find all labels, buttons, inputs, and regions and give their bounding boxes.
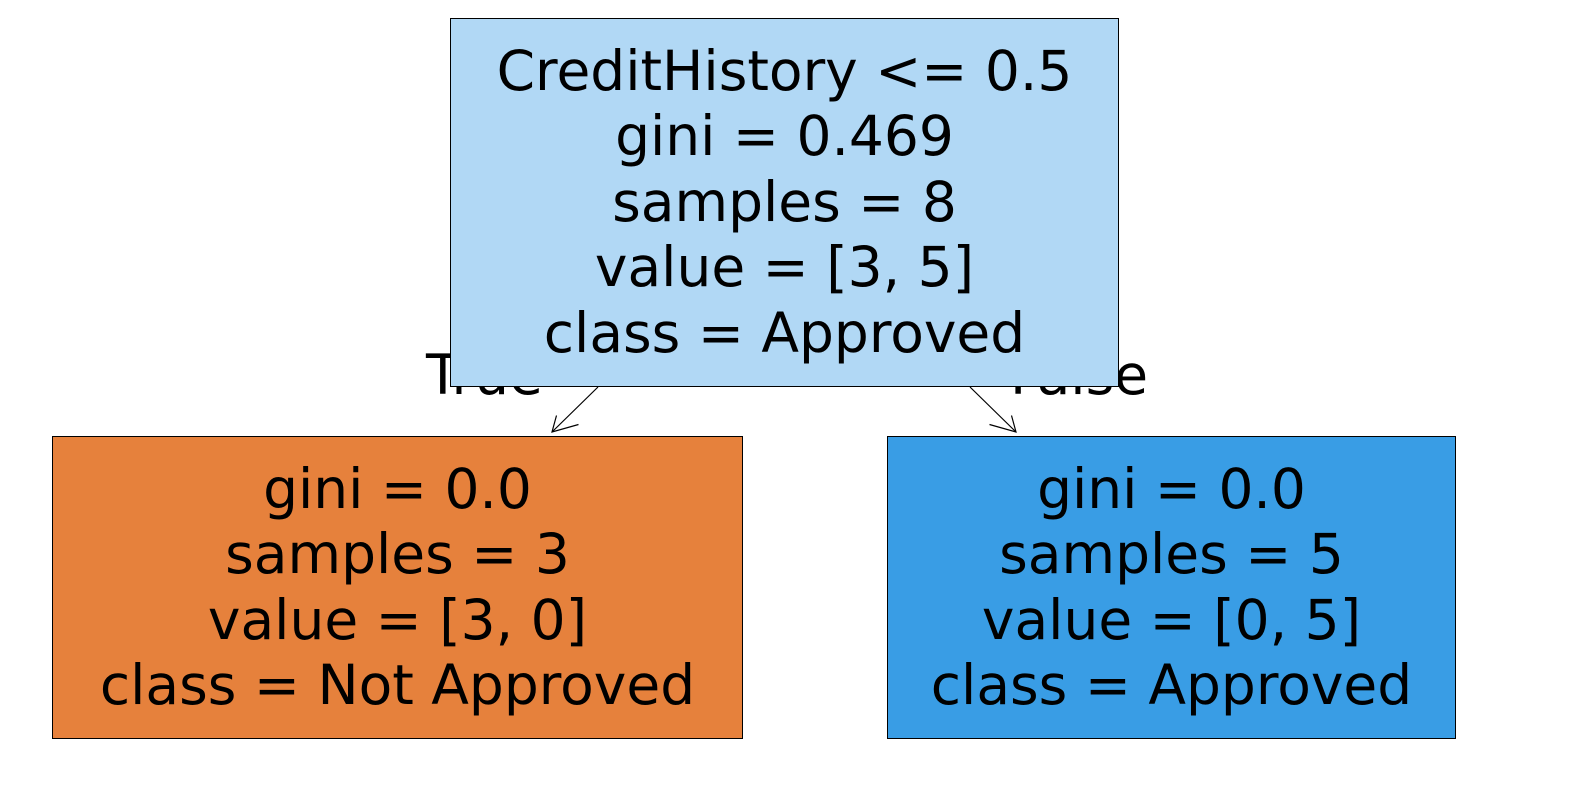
- left-leaf-value: value = [3, 0]: [207, 587, 588, 652]
- left-leaf-node: gini = 0.0 samples = 3 value = [3, 0] cl…: [52, 436, 743, 739]
- root-node-class: class = Approved: [543, 300, 1026, 365]
- root-node-samples: samples = 8: [612, 169, 957, 234]
- right-leaf-value: value = [0, 5]: [981, 587, 1362, 652]
- edge-arrow-false-head: [989, 415, 1017, 433]
- left-leaf-class: class = Not Approved: [99, 653, 696, 717]
- edge-arrow-true-shaft: [551, 386, 599, 433]
- right-leaf-samples: samples = 5: [999, 522, 1344, 586]
- right-leaf-gini: gini = 0.0: [1037, 456, 1306, 521]
- root-node: CreditHistory <= 0.5 gini = 0.469 sample…: [450, 18, 1119, 387]
- left-leaf-gini: gini = 0.0: [263, 456, 532, 521]
- root-node-split-condition: CreditHistory <= 0.5: [496, 38, 1073, 103]
- root-node-value: value = [3, 5]: [594, 235, 975, 300]
- edge-arrow-true-head: [551, 415, 579, 433]
- root-node-gini: gini = 0.469: [615, 104, 954, 169]
- right-leaf-class: class = Approved: [930, 653, 1413, 717]
- left-leaf-samples: samples = 3: [225, 522, 570, 586]
- right-leaf-node: gini = 0.0 samples = 5 value = [0, 5] cl…: [887, 436, 1456, 739]
